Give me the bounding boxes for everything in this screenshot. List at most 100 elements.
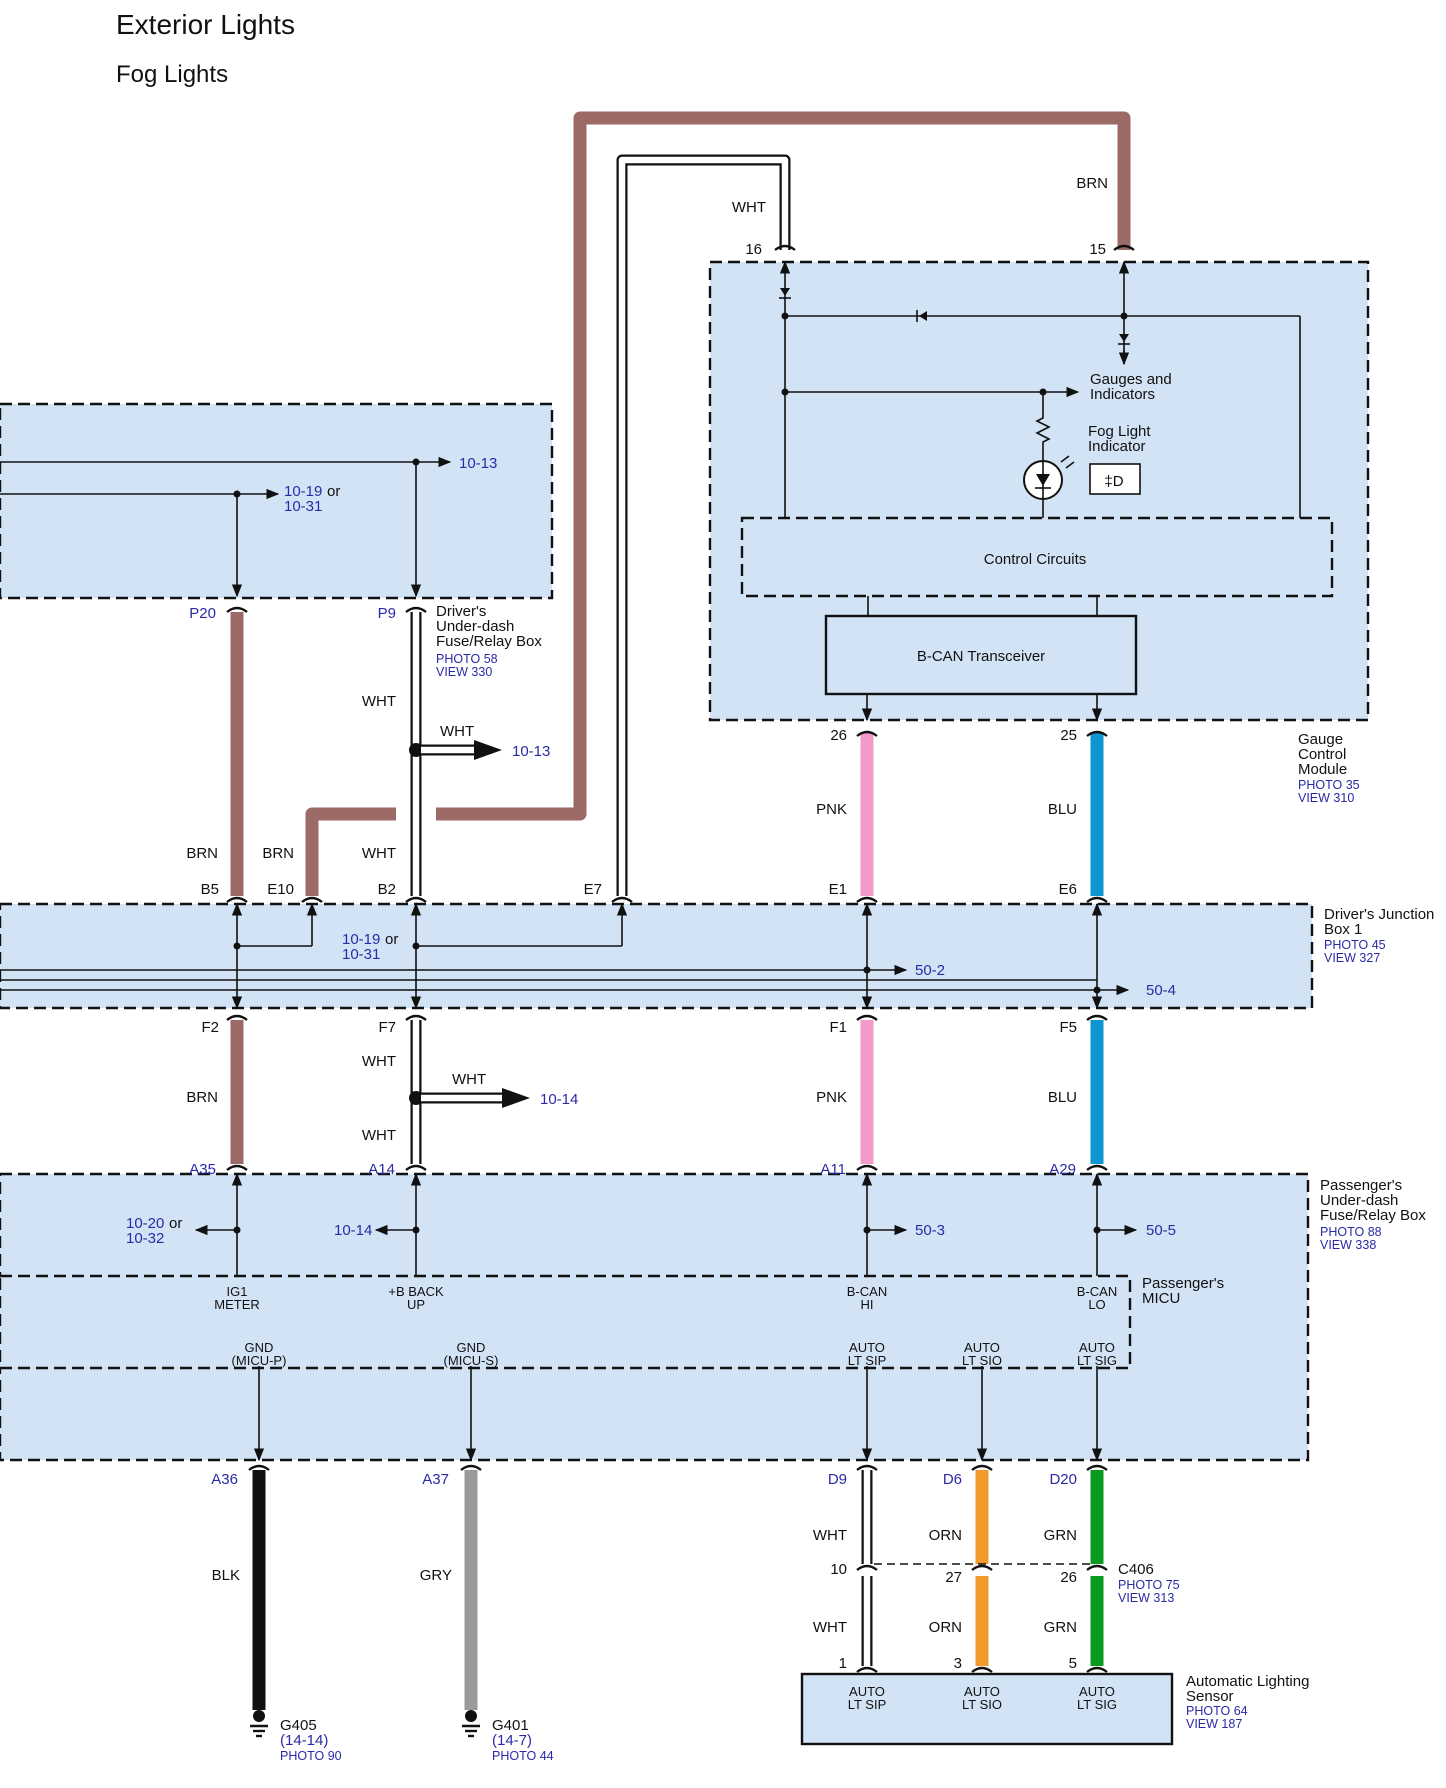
- pin-f7: F7: [378, 1019, 396, 1036]
- wire-label-wht-1: WHT: [362, 693, 396, 710]
- pin-15: 15: [1089, 241, 1106, 258]
- c406-pin-10: 10: [830, 1561, 847, 1578]
- wire-label-blk: BLK: [212, 1567, 240, 1584]
- splice-arrow-icon-1013: [474, 740, 502, 760]
- brn-wire-e10: [305, 807, 396, 896]
- pin-a37: A37: [422, 1471, 449, 1488]
- wire-label-gry: GRY: [420, 1567, 452, 1584]
- pin-e10: E10: [267, 881, 294, 898]
- wire-label-blu-upper: BLU: [1048, 801, 1077, 818]
- wire-label-wht-low-1: WHT: [813, 1527, 847, 1544]
- ref-10-31-a[interactable]: 10-31: [284, 498, 322, 515]
- drivers-junction-box: [0, 902, 1314, 1010]
- drivers-fuse-box-view[interactable]: VIEW 330: [436, 665, 492, 679]
- sensor-pin-5: 5: [1069, 1655, 1077, 1672]
- ref-or-a: or: [327, 483, 340, 500]
- pin-d6: D6: [943, 1471, 962, 1488]
- wire-label-wht-mid-1: WHT: [362, 1053, 396, 1070]
- ref-10-13-top[interactable]: 10-13: [459, 455, 497, 472]
- g405-photo[interactable]: PHOTO 90: [280, 1749, 342, 1763]
- ref-50-4[interactable]: 50-4: [1146, 982, 1176, 999]
- micu-gnd-s-label: GND(MICU-S): [444, 1340, 499, 1368]
- pin-p9: P9: [378, 605, 396, 622]
- pin-a29: A29: [1049, 1161, 1076, 1178]
- g401-ref[interactable]: (14-7): [492, 1732, 532, 1749]
- wire-label-pnk-mid: PNK: [816, 1089, 847, 1106]
- ref-50-3[interactable]: 50-3: [915, 1222, 945, 1239]
- ref-10-19-a[interactable]: 10-19: [284, 483, 322, 500]
- pin-a36: A36: [211, 1471, 238, 1488]
- pin-16: 16: [745, 241, 762, 258]
- fog-lamp-symbol-icon: [1089, 463, 1141, 495]
- ref-10-32[interactable]: 10-32: [126, 1230, 164, 1247]
- ref-10-14-back[interactable]: 10-14: [334, 1222, 372, 1239]
- control-circuits-label: Control Circuits: [984, 551, 1087, 568]
- pin-p20: P20: [189, 605, 216, 622]
- pin-26: 26: [830, 727, 847, 744]
- splice-arrow-icon-1014: [502, 1088, 530, 1108]
- wire-label-brn-2: BRN: [262, 845, 294, 862]
- wire-label-wht-2: WHT: [362, 845, 396, 862]
- passenger-fuse-box-photo[interactable]: PHOTO 88: [1320, 1225, 1382, 1239]
- c406-photo[interactable]: PHOTO 75: [1118, 1578, 1180, 1592]
- ref-50-5[interactable]: 50-5: [1146, 1222, 1176, 1239]
- resistor-icon: [1035, 392, 1051, 460]
- wire-label-orn-1: ORN: [929, 1527, 962, 1544]
- passenger-fuse-box-view[interactable]: VIEW 338: [1320, 1238, 1376, 1252]
- ref-10-19-b[interactable]: 10-19: [342, 931, 380, 948]
- ref-10-14-splice[interactable]: 10-14: [540, 1091, 578, 1108]
- ref-10-31-b[interactable]: 10-31: [342, 946, 380, 963]
- wire-label-wht-mid-2: WHT: [362, 1127, 396, 1144]
- wire-label-brn-1: BRN: [186, 845, 218, 862]
- ref-50-2[interactable]: 50-2: [915, 962, 945, 979]
- pin-b5: B5: [201, 881, 219, 898]
- pin-e6: E6: [1059, 881, 1077, 898]
- wire-label-blu-mid: BLU: [1048, 1089, 1077, 1106]
- wire-label-wht-low-2: WHT: [813, 1619, 847, 1636]
- gauge-module-view[interactable]: VIEW 310: [1298, 791, 1354, 805]
- pin-f5: F5: [1059, 1019, 1077, 1036]
- ground-icon-g401: [462, 1710, 480, 1738]
- page-subtitle: Fog Lights: [116, 61, 228, 88]
- drivers-fuse-box-photo[interactable]: PHOTO 58: [436, 652, 498, 666]
- wire-label-grn-2: GRN: [1044, 1619, 1077, 1636]
- junction-box-photo[interactable]: PHOTO 45: [1324, 938, 1386, 952]
- sensor-view[interactable]: VIEW 187: [1186, 1717, 1242, 1731]
- wht-wire-e7-gauge: [618, 156, 789, 896]
- ref-10-20[interactable]: 10-20: [126, 1215, 164, 1232]
- page-title: Exterior Lights: [116, 9, 295, 40]
- g401-photo[interactable]: PHOTO 44: [492, 1749, 554, 1763]
- sensor-photo[interactable]: PHOTO 64: [1186, 1704, 1248, 1718]
- passenger-micu-box: [0, 1274, 1132, 1370]
- wire-label-brn-top: BRN: [1076, 175, 1108, 192]
- bcan-transceiver-label: B-CAN Transceiver: [917, 648, 1045, 665]
- wire-label-orn-2: ORN: [929, 1619, 962, 1636]
- pin-f1: F1: [829, 1019, 847, 1036]
- pin-a35: A35: [189, 1161, 216, 1178]
- ref-or-b: or: [385, 931, 398, 948]
- gauge-module-photo[interactable]: PHOTO 35: [1298, 778, 1360, 792]
- c406-view[interactable]: VIEW 313: [1118, 1591, 1174, 1605]
- junction-box-view[interactable]: VIEW 327: [1324, 951, 1380, 965]
- c406-pin-26: 26: [1060, 1569, 1077, 1586]
- wire-label-brn-mid: BRN: [186, 1089, 218, 1106]
- wire-label-wht-top: WHT: [732, 199, 766, 216]
- pin-25: 25: [1060, 727, 1077, 744]
- g405-ref[interactable]: (14-14): [280, 1732, 328, 1749]
- c406-pin-27: 27: [945, 1569, 962, 1586]
- ref-10-13-splice[interactable]: 10-13: [512, 743, 550, 760]
- pin-a11: A11: [820, 1161, 846, 1178]
- light-emission-icon: [1060, 455, 1075, 469]
- g405-name: G405: [280, 1717, 317, 1734]
